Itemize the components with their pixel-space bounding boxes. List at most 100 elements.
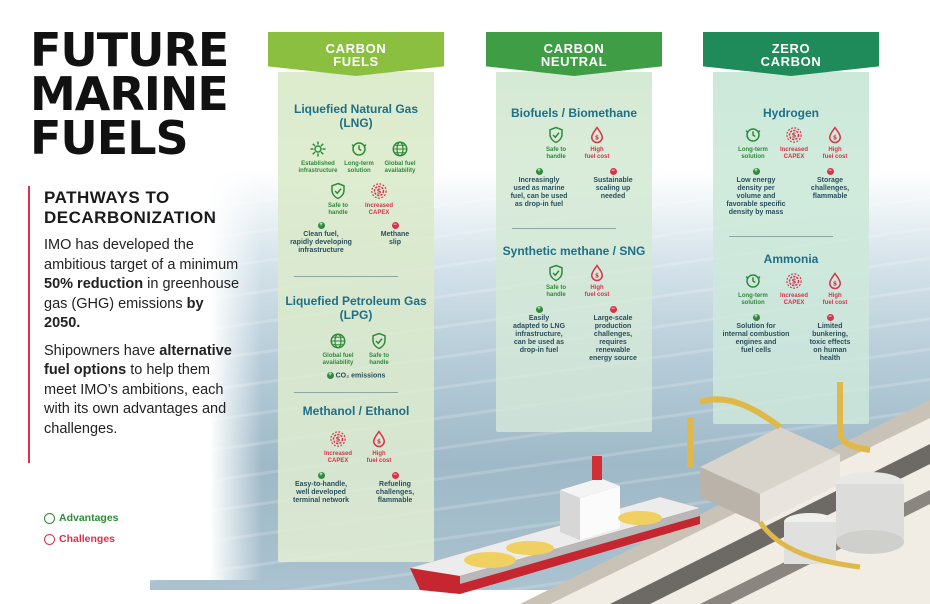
note-line: favorable specific [726, 201, 786, 208]
page-title: FUTURE MARINE FUELS [30, 27, 230, 161]
circle-icon [44, 512, 55, 524]
label-line: Safe to [327, 203, 348, 209]
label-line: Safe to [545, 285, 566, 291]
note-line: used as marine [513, 185, 565, 192]
label-line: solution [347, 168, 371, 174]
label-line: Long-term [738, 147, 768, 153]
intro-block: PATHWAYS TO DECARBONIZATION IMO has deve… [28, 186, 243, 463]
clock-icon [334, 140, 384, 158]
shield-check-icon [531, 264, 581, 282]
column-header-line: NEUTRAL [540, 54, 608, 69]
text: in greenhouse gas (GHG) emissions [44, 276, 240, 312]
column-header-line: CARBON [543, 41, 605, 56]
fuel-drop-icon: $ [572, 264, 622, 282]
note-line: Limited [817, 323, 843, 330]
label-line: Global fuel [384, 161, 416, 167]
label-line: availability [322, 360, 354, 366]
warehouse-front [760, 454, 840, 524]
ship-bridge-side [560, 490, 580, 540]
advantage-text: CO₂ emissions [335, 372, 386, 380]
ship-funnel [592, 456, 602, 480]
label-line: solution [741, 154, 765, 160]
fuel-drop-icon: $ [810, 126, 860, 144]
pipe [699, 396, 782, 430]
note-line: Large-scale [593, 315, 633, 322]
plus-icon: + [317, 472, 325, 479]
minus-icon: − [391, 472, 399, 479]
minus-icon: − [826, 314, 834, 321]
note-line: fuel, can be used [510, 193, 568, 200]
fuel-title-line: (LPG) [339, 308, 373, 322]
label-line: fuel cost [822, 154, 848, 160]
warehouse-roof [700, 427, 840, 494]
note-line: Clean fuel, [303, 231, 339, 238]
minus-icon: − [826, 168, 834, 175]
note-line: toxic effects [809, 339, 851, 346]
subtitle-line: PATHWAYS TO [44, 188, 170, 207]
note-line: requires [599, 339, 627, 346]
note-line: terminal network [292, 497, 349, 504]
label-line: Increased [779, 293, 809, 299]
fuel-title-line: Hydrogen [762, 106, 819, 120]
warehouse-side [700, 467, 760, 524]
note-line: slip [388, 239, 402, 246]
section-divider [729, 236, 833, 237]
dollar-gear-icon: $ [313, 430, 363, 448]
legend-label: Challenges [59, 533, 116, 545]
plus-icon: + [535, 168, 543, 175]
legend: Advantages Challenges [44, 512, 119, 554]
note-line: health [819, 355, 841, 362]
dollar-gear-icon: $ [354, 182, 404, 200]
note-line: density by mass [728, 209, 784, 216]
note-line: Easily [528, 315, 550, 322]
note-line: production [594, 323, 632, 330]
deck-tank [618, 511, 662, 525]
label-line: High [372, 451, 386, 457]
label-line: High [828, 147, 842, 153]
fuel-title-line: Biofuels / Biomethane [510, 106, 638, 120]
label-line: Safe to [368, 353, 389, 359]
pipe [837, 382, 871, 453]
label-line: High [828, 293, 842, 299]
highlight-text: alternative fuel options [44, 342, 232, 379]
text: Shipowners have [44, 342, 160, 359]
note-line: bunkering, [812, 331, 848, 338]
note-line: Refueling [379, 481, 411, 488]
svg-text:$: $ [336, 436, 341, 444]
note-line: Solution for [736, 323, 776, 330]
fuel-title-line: Synthetic methane / SNG [502, 244, 646, 258]
subtitle-line: DECARBONIZATION [44, 208, 217, 227]
label-line: Long-term [738, 293, 768, 299]
gear-icon [293, 140, 343, 158]
dollar-gear-icon: $ [769, 126, 819, 144]
fuel-title-line: (LNG) [339, 116, 373, 130]
column-panel [496, 72, 652, 432]
plus-icon: + [752, 314, 760, 321]
